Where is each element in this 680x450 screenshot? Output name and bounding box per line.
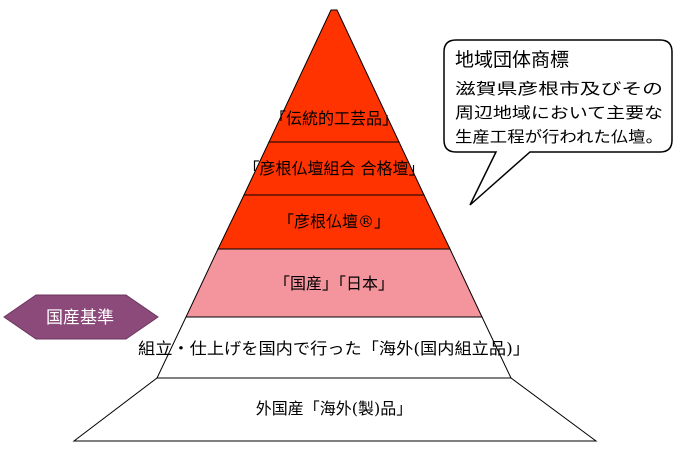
tier-label-foreign-made: 外国産「海外(製)品」	[256, 399, 413, 418]
tier-label-traditional-craft: 「伝統的工芸品」	[270, 109, 398, 128]
callout-line: 生産工程が行われた仏壇。	[455, 127, 663, 146]
tier-label-domestic: 「国産」「日本」	[274, 274, 394, 293]
domestic-standard-badge	[3, 294, 159, 340]
domestic-standard-label: 国産基準	[46, 308, 114, 328]
callout-bubble	[443, 39, 673, 206]
callout-line: 滋賀県彦根市及びその	[455, 80, 663, 98]
tier-label-hikone-butsudan: 「彦根仏壇®」	[278, 212, 390, 231]
tier-foreign-made	[72, 377, 598, 442]
tier-label-union-certified: 「彦根仏壇組合 合格壇」	[243, 159, 424, 178]
callout-line: 周辺地域において主要な	[455, 104, 663, 122]
tier-label-domestic-assembly: 組立・仕上げを国内で行った「海外(国内組立品)」	[138, 339, 530, 358]
callout-title: 地域団体商標	[455, 49, 569, 71]
